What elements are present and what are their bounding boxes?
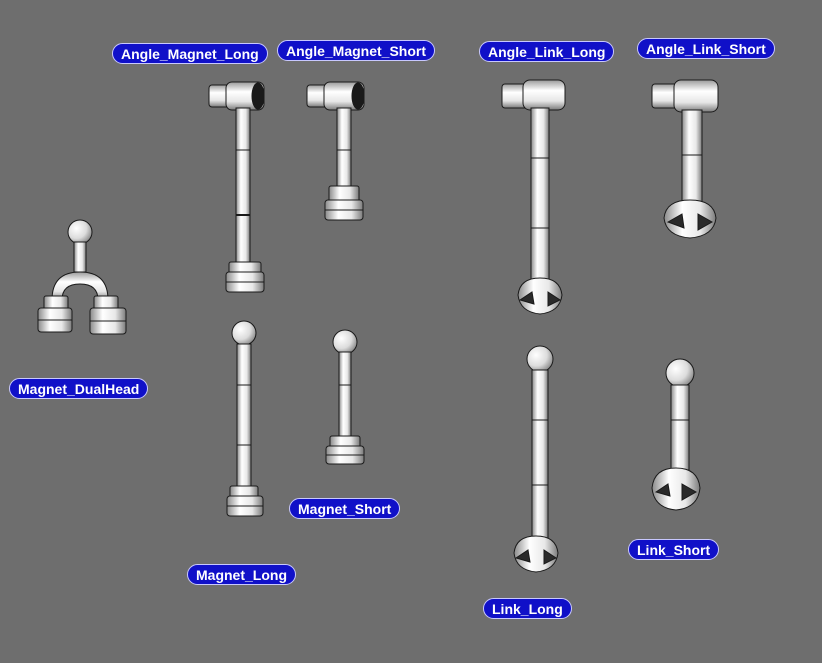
part-magnet-dualhead — [37, 219, 127, 335]
label-magnet-short[interactable]: Magnet_Short — [289, 498, 401, 519]
label-link-short[interactable]: Link_Short — [628, 539, 720, 560]
part-angle-magnet-long — [208, 81, 265, 293]
part-angle-magnet-short — [306, 81, 365, 221]
label-angle-magnet-short[interactable]: Angle_Magnet_Short — [277, 40, 436, 61]
label-angle-link-long[interactable]: Angle_Link_Long — [479, 41, 615, 62]
part-magnet-long — [226, 320, 264, 517]
part-link-short — [651, 358, 701, 511]
part-magnet-short — [325, 329, 365, 465]
part-link-long — [513, 345, 559, 573]
label-magnet-dualhead[interactable]: Magnet_DualHead — [9, 378, 149, 399]
part-angle-link-short — [651, 79, 719, 239]
label-magnet-long[interactable]: Magnet_Long — [187, 564, 296, 585]
label-angle-link-short[interactable]: Angle_Link_Short — [637, 38, 775, 59]
label-link-long[interactable]: Link_Long — [483, 598, 572, 619]
label-angle-magnet-long[interactable]: Angle_Magnet_Long — [112, 43, 268, 64]
part-angle-link-long — [501, 79, 566, 315]
